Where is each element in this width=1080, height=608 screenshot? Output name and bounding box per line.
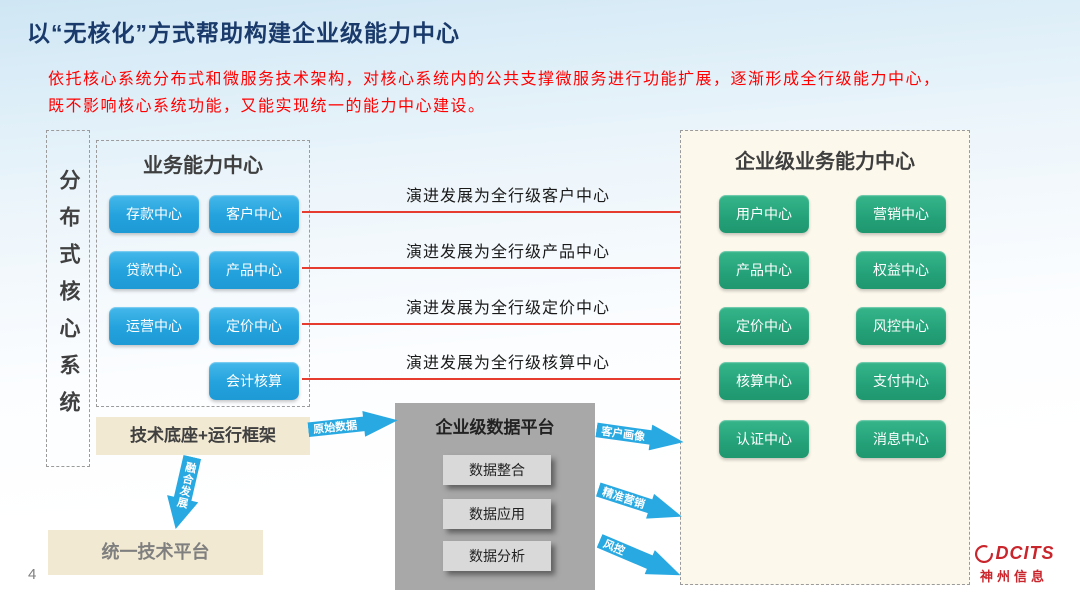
data-integration-item: 数据整合	[443, 455, 551, 485]
data-application-item: 数据应用	[443, 499, 551, 529]
biz-chip-loan-center: 贷款中心	[109, 251, 199, 289]
data-analysis-item: 数据分析	[443, 541, 551, 571]
evolution-arrow-customer: 演进发展为全行级客户中心	[302, 187, 715, 217]
ent-chip-message-center: 消息中心	[856, 420, 946, 458]
ent-chip-risk-center: 风控中心	[856, 307, 946, 345]
tech-base-box: 技术底座+运行框架	[96, 417, 310, 455]
page-number: 4	[28, 566, 37, 583]
ent-chip-product-center: 产品中心	[719, 251, 809, 289]
evolution-line	[302, 374, 715, 384]
business-capability-panel: 业务能力中心 存款中心 客户中心 贷款中心 产品中心 运营中心 定价中心 会计核…	[96, 140, 310, 407]
ent-chip-payment-center: 支付中心	[856, 362, 946, 400]
logo-swoosh-icon	[974, 544, 993, 563]
ent-chip-marketing-center: 营销中心	[856, 195, 946, 233]
evolution-arrow-product: 演进发展为全行级产品中心	[302, 243, 715, 273]
precision-marketing-arrow: 精准营销	[594, 477, 686, 529]
evolution-line	[302, 263, 715, 273]
customer-profile-label: 客户画像	[600, 425, 646, 444]
evolution-label: 演进发展为全行级定价中心	[405, 300, 610, 317]
unified-platform-box: 统一技术平台	[48, 530, 263, 575]
distributed-core-label: 分布式核心系统	[57, 169, 80, 428]
enterprise-capability-title: 企业级业务能力中心	[735, 151, 915, 173]
biz-chip-accounting-center: 会计核算	[209, 362, 299, 400]
subtitle-line-1: 依托核心系统分布式和微服务技术架构，对核心系统内的公共支撑微服务进行功能扩展，逐…	[48, 71, 941, 88]
ent-chip-auth-center: 认证中心	[719, 420, 809, 458]
risk-control-label: 风控	[601, 538, 627, 558]
slide-subtitle: 依托核心系统分布式和微服务技术架构，对核心系统内的公共支撑微服务进行功能扩展，逐…	[48, 66, 941, 120]
ent-chip-accounting-center: 核算中心	[719, 362, 809, 400]
ent-chip-rights-center: 权益中心	[856, 251, 946, 289]
data-platform-title: 企业级数据平台	[435, 418, 555, 437]
biz-chip-product-center: 产品中心	[209, 251, 299, 289]
biz-chip-deposit-center: 存款中心	[109, 195, 199, 233]
subtitle-line-2: 既不影响核心系统功能，又能实现统一的能力中心建设。	[48, 98, 486, 115]
precision-marketing-label: 精准营销	[600, 486, 647, 512]
page-title: 以“无核化”方式帮助构建企业级能力中心	[27, 20, 460, 46]
evolution-label: 演进发展为全行级产品中心	[405, 244, 610, 261]
raw-data-label: 原始数据	[312, 419, 358, 437]
logo-company-text: 神州信息	[979, 569, 1048, 584]
fusion-label: 融合发展	[174, 460, 198, 510]
dcits-logo: DCITS 神州信息	[962, 543, 1066, 585]
enterprise-capability-panel: 企业级业务能力中心 用户中心 营销中心 产品中心 权益中心 定价中心 风控中心 …	[680, 130, 970, 585]
biz-chip-operation-center: 运营中心	[109, 307, 199, 345]
evolution-label: 演进发展为全行级客户中心	[405, 188, 610, 205]
ent-chip-pricing-center: 定价中心	[719, 307, 809, 345]
customer-profile-arrow: 客户画像	[595, 417, 686, 455]
evolution-arrow-pricing: 演进发展为全行级定价中心	[302, 299, 715, 329]
logo-brand-text: DCITS	[995, 543, 1055, 563]
raw-data-arrow: 原始数据	[307, 407, 399, 442]
evolution-arrow-accounting: 演进发展为全行级核算中心	[302, 354, 715, 384]
fusion-arrow: 融合发展	[160, 453, 208, 532]
biz-chip-pricing-center: 定价中心	[209, 307, 299, 345]
biz-chip-customer-center: 客户中心	[209, 195, 299, 233]
evolution-line	[302, 319, 715, 329]
distributed-core-panel: 分布式核心系统	[46, 130, 90, 467]
logo-brand-row: DCITS	[962, 543, 1066, 564]
ent-chip-user-center: 用户中心	[719, 195, 809, 233]
evolution-label: 演进发展为全行级核算中心	[405, 355, 610, 372]
business-capability-title: 业务能力中心	[143, 155, 263, 177]
data-platform-panel: 企业级数据平台 数据整合 数据应用 数据分析	[395, 403, 595, 590]
evolution-line	[302, 207, 715, 217]
risk-control-arrow: 风控	[594, 529, 685, 587]
